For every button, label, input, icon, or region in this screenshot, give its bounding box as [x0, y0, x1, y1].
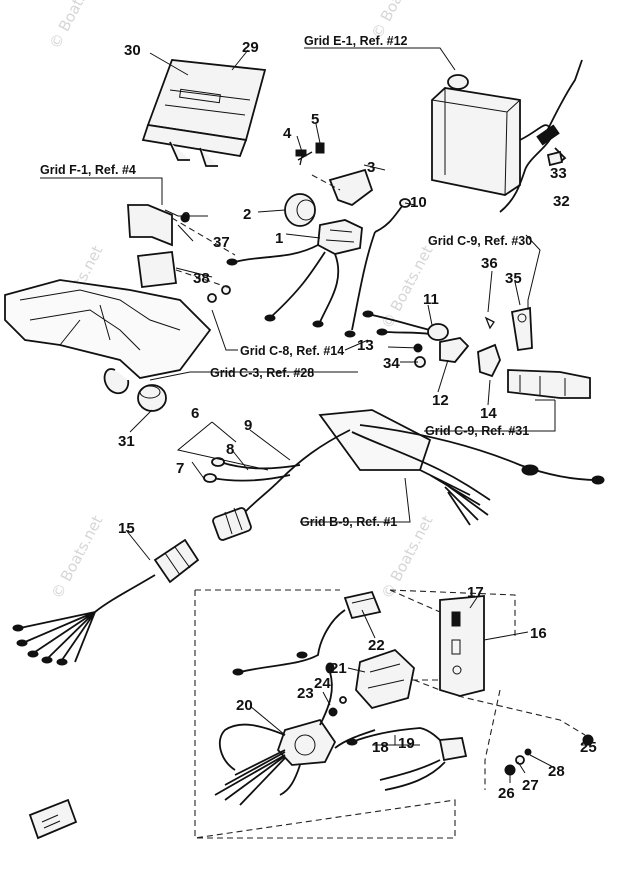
label-part-25: 25: [580, 739, 597, 756]
label-part-32: 32: [553, 193, 570, 210]
key-switch-20: [214, 662, 376, 806]
main-harness: [203, 409, 605, 541]
connector-22: [232, 590, 382, 676]
label-part-17: 17: [467, 584, 484, 601]
bracket-assembly: [127, 204, 236, 303]
plug-harness-15: [12, 538, 200, 666]
manufacturer-logo: [28, 798, 78, 840]
label-part-3: 3: [367, 159, 375, 176]
label-part-31: 31: [118, 433, 135, 450]
screws-26-28: [504, 748, 532, 776]
label-part-35: 35: [505, 270, 522, 287]
label-part-6: 6: [191, 405, 199, 422]
grid-ref-f1: Grid F-1, Ref. #4: [40, 163, 136, 177]
label-part-22: 22: [368, 637, 385, 654]
screws-23-24: [328, 696, 347, 717]
label-part-26: 26: [498, 785, 515, 802]
label-part-9-top: 9: [182, 209, 190, 226]
grid-references: Grid E-1, Ref. #12 Grid F-1, Ref. #4 Gri…: [40, 34, 532, 529]
label-part-15: 15: [118, 520, 135, 537]
engine-block: [4, 279, 212, 395]
watermark-1: © Boats.net: [46, 0, 105, 52]
grid-ref-e1: Grid E-1, Ref. #12: [304, 34, 408, 48]
throttle-linkage: [484, 306, 591, 399]
leader-lines: [40, 47, 590, 783]
label-part-2: 2: [243, 206, 251, 223]
label-part-16: 16: [530, 625, 547, 642]
part-labels: 30 29 4 5 3 9 37 2 1 10 38 33 32 36 35 1…: [118, 39, 597, 802]
label-part-24: 24: [314, 675, 331, 692]
label-part-34: 34: [383, 355, 400, 372]
label-part-13: 13: [357, 337, 374, 354]
label-part-37: 37: [213, 234, 230, 251]
label-part-11: 11: [423, 291, 439, 308]
label-part-1: 1: [275, 230, 283, 247]
label-part-8: 8: [226, 441, 234, 458]
label-part-7: 7: [176, 460, 184, 477]
switch-21: [355, 648, 441, 710]
starter-switch-parts: [284, 142, 374, 227]
sensor-18-19: [346, 727, 468, 791]
oil-tank: [431, 59, 583, 213]
label-part-19: 19: [398, 735, 415, 752]
label-part-29: 29: [242, 39, 259, 56]
label-part-23: 23: [297, 685, 314, 702]
clip-33: [546, 150, 564, 167]
grid-ref-c9-30: Grid C-9, Ref. #30: [428, 234, 532, 248]
control-box: [141, 59, 267, 167]
label-part-5: 5: [311, 111, 319, 128]
label-part-28: 28: [548, 763, 565, 780]
label-part-30: 30: [124, 42, 141, 59]
label-part-36: 36: [481, 255, 498, 272]
label-part-10: 10: [410, 194, 427, 211]
grid-ref-c8: Grid C-8, Ref. #14: [240, 344, 344, 358]
grid-ref-b9: Grid B-9, Ref. #1: [300, 515, 397, 529]
main-switch: [226, 219, 363, 328]
cap-31: [137, 384, 167, 412]
panel-assembly-box: [194, 589, 594, 839]
label-part-9: 9: [244, 417, 252, 434]
label-part-14: 14: [480, 405, 497, 422]
label-part-33: 33: [550, 165, 567, 182]
label-part-4: 4: [283, 125, 292, 142]
label-part-38: 38: [193, 270, 210, 287]
label-part-20: 20: [236, 697, 253, 714]
label-part-18: 18: [372, 739, 389, 756]
throttle-switch: [362, 310, 501, 378]
label-part-27: 27: [522, 777, 539, 794]
grid-ref-c9-31: Grid C-9, Ref. #31: [425, 424, 529, 438]
grid-ref-c3: Grid C-3, Ref. #28: [210, 366, 314, 380]
label-part-21: 21: [330, 660, 347, 677]
label-part-12: 12: [432, 392, 449, 409]
watermark-5: © Boats.net: [48, 513, 107, 602]
